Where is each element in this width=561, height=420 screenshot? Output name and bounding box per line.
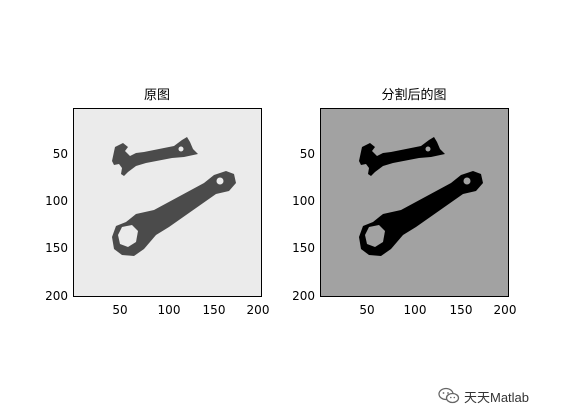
panel-title-segmented: 分割后的图	[381, 88, 447, 103]
wrench-image-segmented	[359, 137, 483, 256]
big-wrench-shape	[359, 171, 483, 256]
xtick-label: 200	[246, 303, 270, 317]
wrench-image-original	[112, 137, 236, 256]
ytick-label: 100	[292, 194, 315, 208]
ytick-label: 200	[292, 289, 315, 303]
ytick-label: 200	[45, 289, 68, 303]
watermark-text: 天天Matlab	[464, 389, 530, 405]
wechat-icon	[438, 387, 460, 405]
ytick-label: 150	[45, 241, 68, 255]
ytick-label: 50	[299, 147, 315, 161]
panel-title-original: 原图	[143, 88, 170, 103]
big-wrench-shape	[112, 171, 236, 256]
xtick-label: 100	[157, 303, 181, 317]
xtick-label: 200	[493, 303, 517, 317]
xtick-label: 150	[202, 303, 226, 317]
image-axes-original	[73, 108, 262, 297]
ytick-label: 150	[292, 241, 315, 255]
small-wrench-shape	[359, 137, 445, 176]
xtick-label: 50	[359, 303, 375, 317]
ytick-label: 100	[45, 194, 68, 208]
ytick-label: 50	[52, 147, 68, 161]
small-wrench-shape	[112, 137, 198, 176]
image-axes-segmented	[320, 108, 509, 297]
xtick-label: 150	[449, 303, 473, 317]
watermark: 天天Matlab	[438, 384, 529, 408]
xtick-label: 100	[403, 303, 427, 317]
xtick-label: 50	[112, 303, 128, 317]
